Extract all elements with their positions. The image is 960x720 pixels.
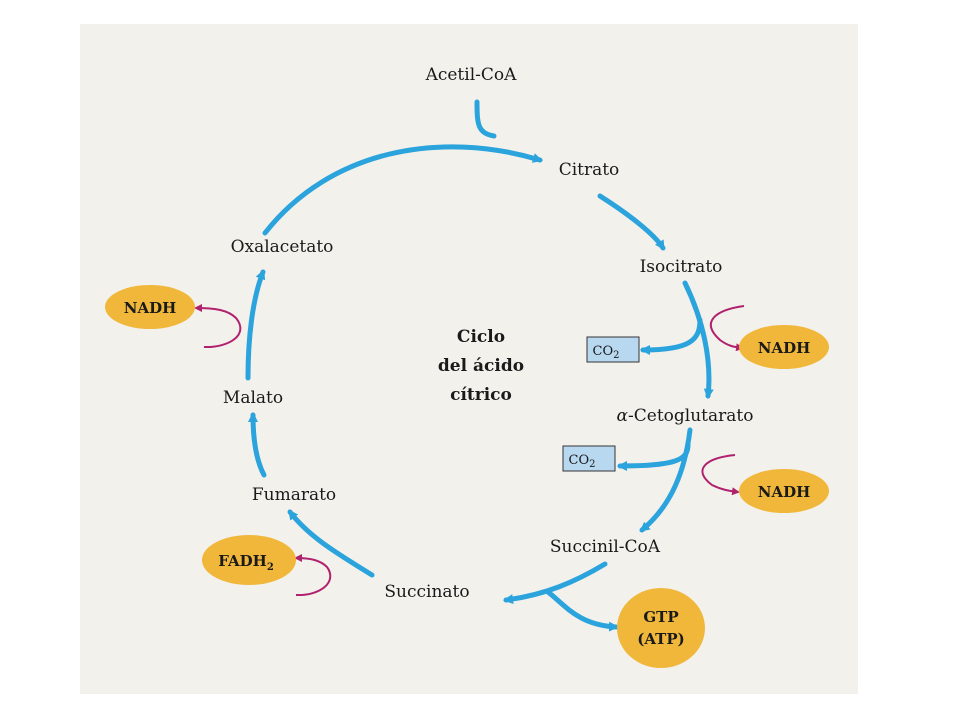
- gtp-label: GTP: [643, 608, 678, 626]
- arrow-succinilcoa-succinato: [503, 561, 608, 605]
- nadh-oval-left: NADH: [105, 285, 195, 329]
- nadh-oval-right-1: NADH: [739, 325, 829, 369]
- nadh-label: NADH: [124, 299, 177, 317]
- arrow-fumarato-malato: [248, 412, 267, 478]
- title-line-1: Ciclo: [457, 327, 505, 347]
- gtp-atp-circle: GTP (ATP): [617, 588, 705, 668]
- co2-box-1: CO2: [586, 336, 640, 363]
- label-citrato: Citrato: [559, 160, 620, 180]
- arrow-co2-1: [640, 317, 703, 355]
- nadh-label: NADH: [758, 339, 811, 357]
- arrow-fadh: [294, 554, 332, 597]
- arrow-cetoglutarato-succinilcoa: [639, 427, 693, 533]
- arrow-gtp: [545, 589, 619, 632]
- label-succinil-coa: Succinil-CoA: [550, 537, 661, 557]
- label-succinato: Succinato: [384, 582, 469, 602]
- nadh-oval-right-2: NADH: [739, 469, 829, 513]
- label-malato: Malato: [223, 388, 283, 408]
- co2-label: CO2: [593, 344, 620, 361]
- cofactor-arrows: [194, 304, 745, 597]
- fadh2-oval: FADH2: [202, 535, 296, 585]
- label-acetil-coa: Acetil-CoA: [425, 65, 518, 85]
- label-oxalacetato: Oxalacetato: [231, 237, 334, 257]
- arrow-isocitrato-cetoglutarato: [682, 280, 714, 399]
- arrow-nadh-3: [194, 304, 242, 349]
- arrow-nadh-2: [701, 454, 740, 496]
- arrow-citrato-isocitrato: [597, 193, 666, 251]
- title-line-2: del ácido: [438, 356, 524, 376]
- diagram-panel: [80, 24, 858, 694]
- fadh2-label: FADH2: [218, 552, 274, 573]
- arrow-oxalacetato-citrato: [262, 144, 543, 236]
- arrow-succinato-fumarato: [287, 509, 375, 578]
- atp-label: (ATP): [637, 630, 684, 648]
- label-alpha-cetoglutarato: α-Cetoglutarato: [617, 406, 754, 426]
- arrow-malato-oxalacetato: [245, 269, 266, 381]
- arrow-nadh-1: [709, 305, 745, 352]
- co2-box-2: CO2: [562, 445, 616, 472]
- label-isocitrato: Isocitrato: [640, 257, 723, 277]
- cycle-arrows: [245, 99, 714, 632]
- arrow-acetilcoa-join: [474, 99, 497, 139]
- title-line-3: cítrico: [450, 385, 512, 405]
- label-fumarato: Fumarato: [252, 485, 336, 505]
- co2-label: CO2: [569, 453, 596, 470]
- cycle-title: Ciclo del ácido cítrico: [438, 327, 524, 405]
- arrow-co2-2: [617, 442, 691, 471]
- nadh-label: NADH: [758, 483, 811, 501]
